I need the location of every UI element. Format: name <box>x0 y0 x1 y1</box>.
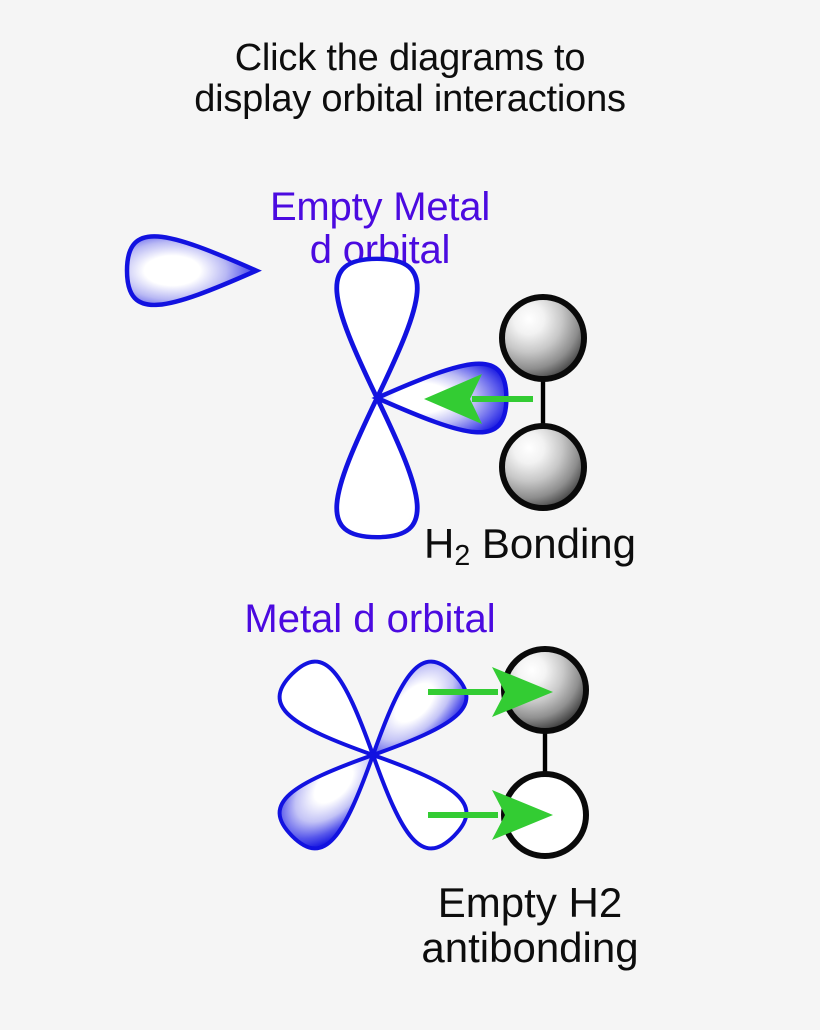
panel-one-title-line-1: Empty Metal <box>269 185 491 229</box>
instruction-line-2: display orbital interactions <box>194 78 626 121</box>
panel-one-caption-rest: Bonding <box>470 520 637 567</box>
panel-two-clickable-area[interactable] <box>255 645 605 875</box>
panel-two-caption: Empty H2 antibonding <box>280 880 780 971</box>
panel-one-caption: H2 Bonding <box>280 520 780 572</box>
panel-one-clickable-area[interactable] <box>255 290 605 515</box>
panel-two-title: Metal d orbital <box>244 597 496 641</box>
panel-one-caption-subscript: 2 <box>454 540 471 573</box>
instruction-text: Click the diagrams to display orbital in… <box>0 37 820 121</box>
instruction-line-1: Click the diagrams to <box>234 37 586 79</box>
panel-two-caption-line-2: antibonding <box>421 924 639 972</box>
panel-two-caption-line-1: Empty H2 <box>437 879 623 926</box>
panel-one-title-line-2: d orbital <box>309 228 451 273</box>
panel-one-caption-h: H <box>423 520 455 567</box>
panel-one-title: Empty Metal d orbital <box>150 185 610 273</box>
